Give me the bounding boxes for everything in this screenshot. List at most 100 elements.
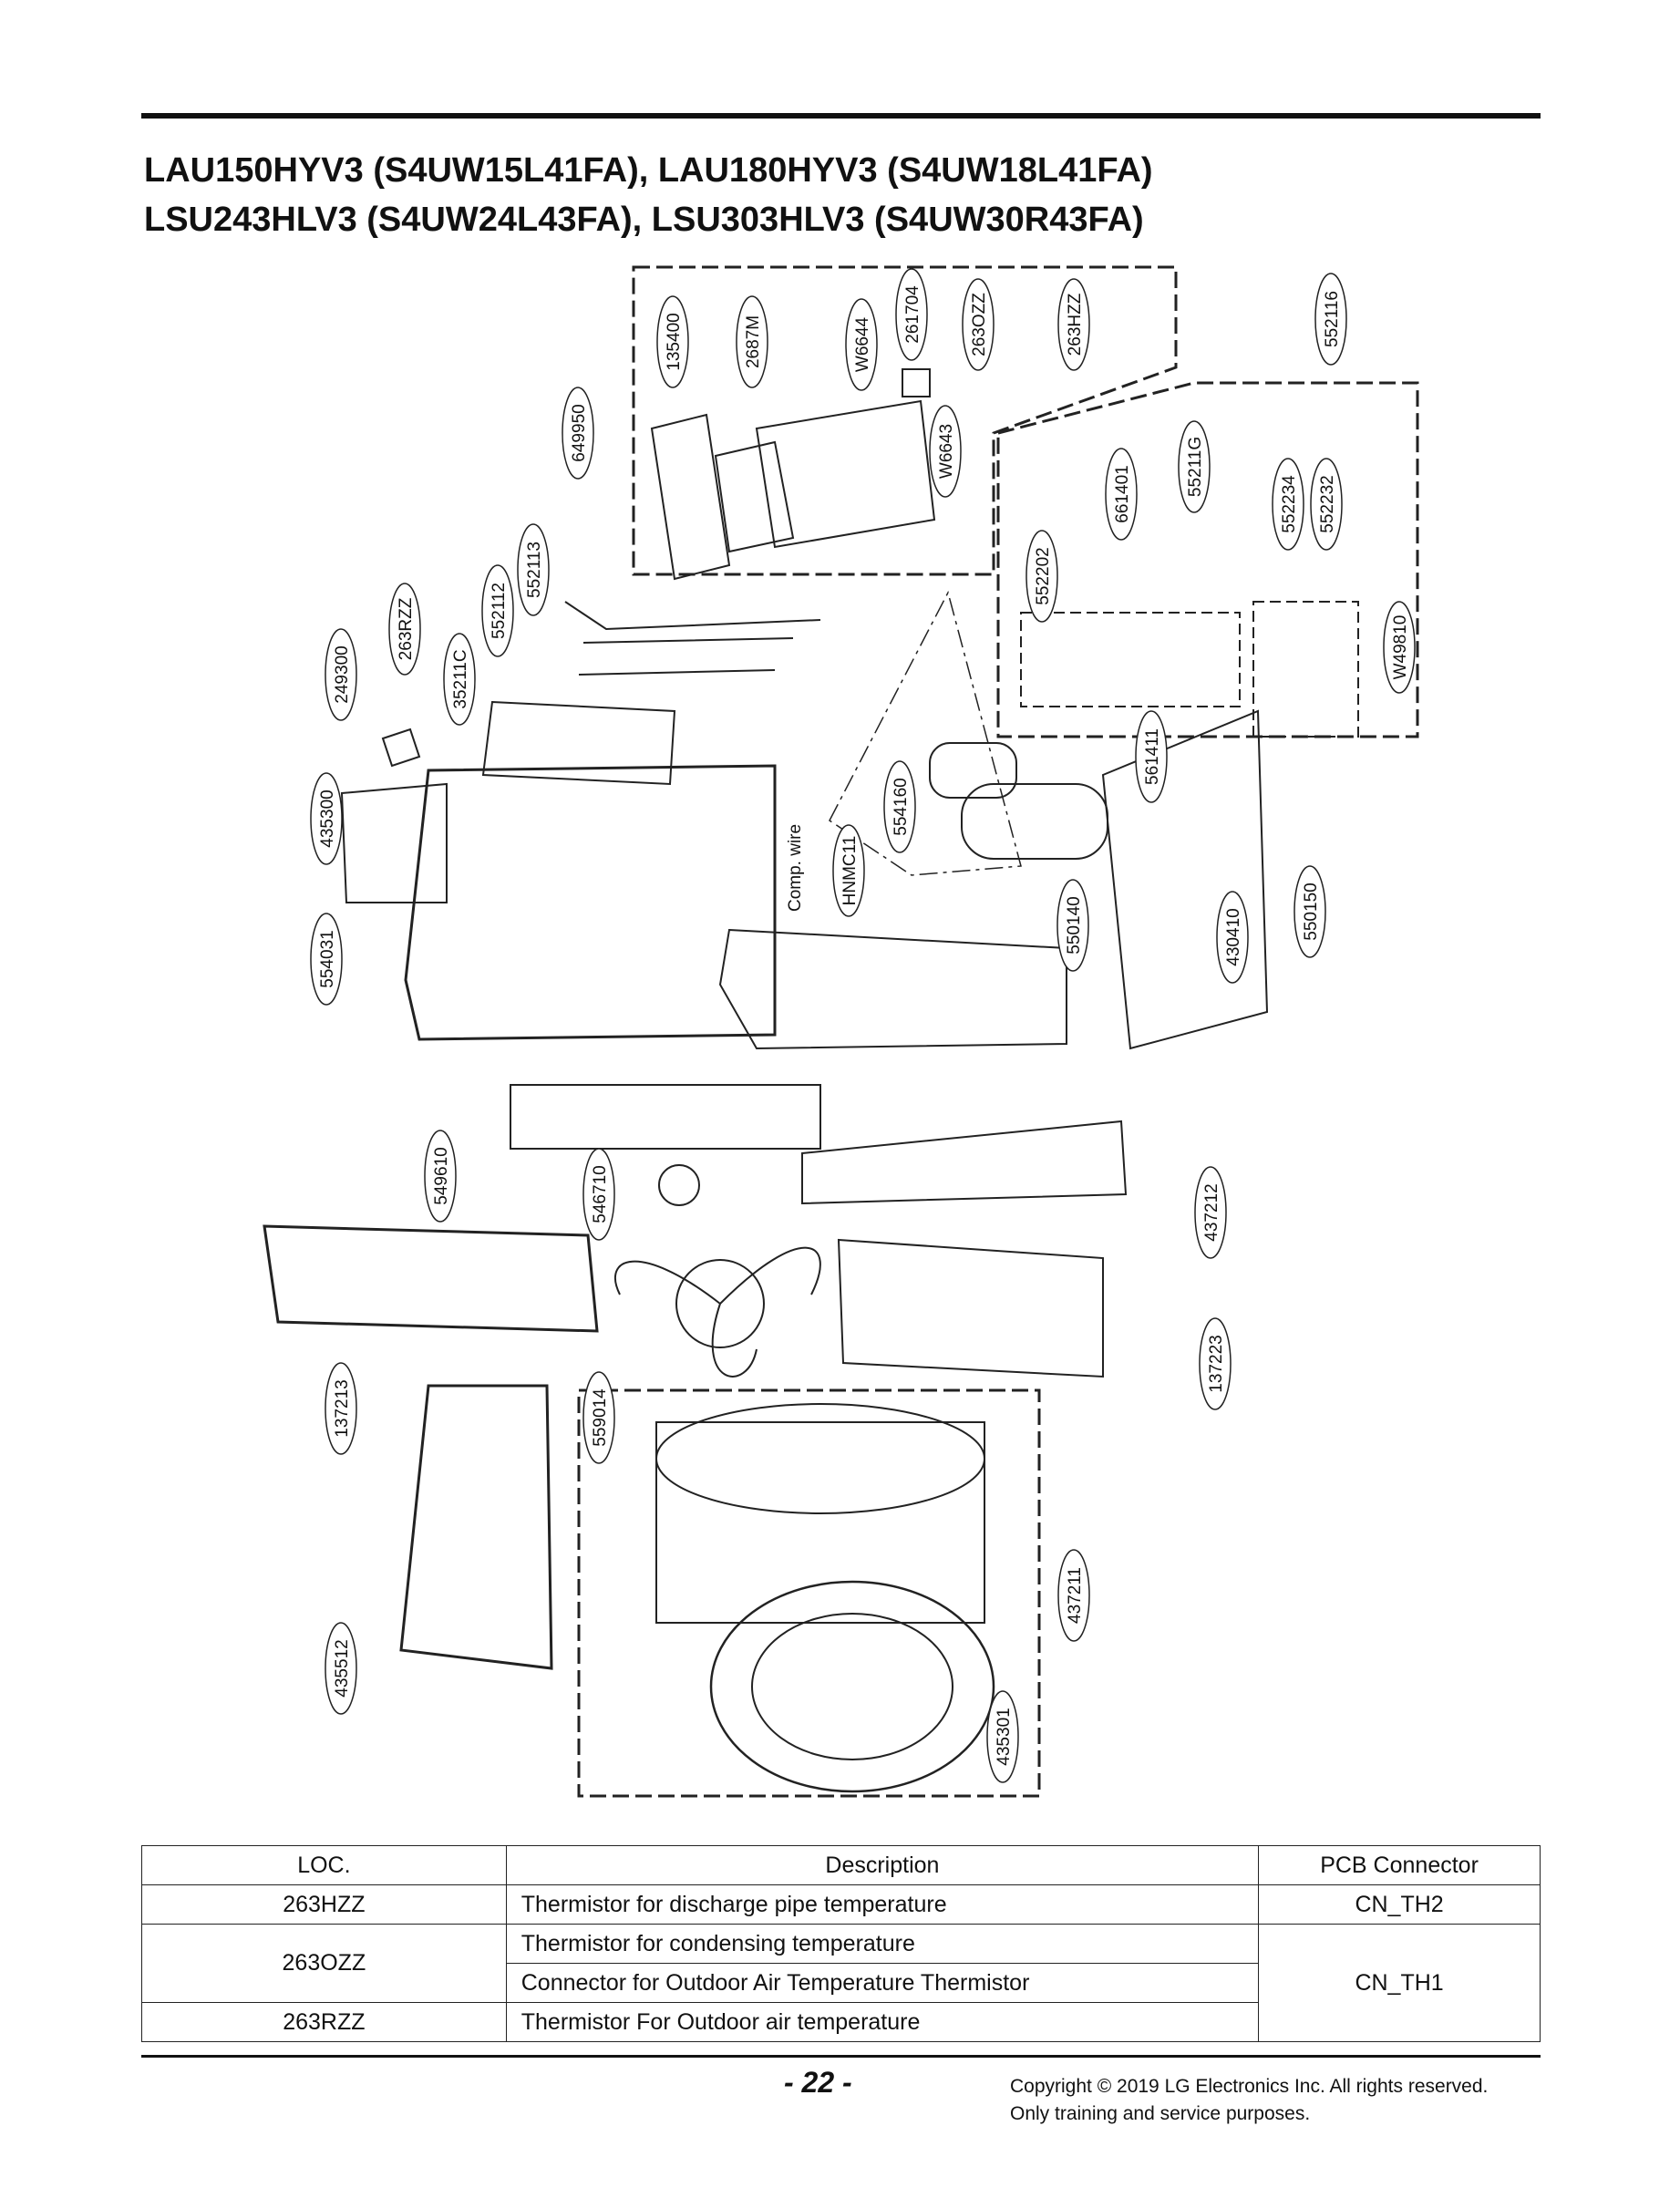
callout-balloon	[582, 1148, 615, 1241]
callout-balloon	[562, 387, 594, 480]
callout-w49810: W49810	[1383, 601, 1416, 694]
callout-balloon	[845, 298, 878, 391]
callout-2687m: 2687M	[736, 295, 768, 388]
cell-loc: 263RZZ	[141, 2002, 507, 2042]
fan-motor-shape	[658, 1164, 700, 1206]
callout-balloon	[929, 405, 962, 498]
callout-balloon	[1383, 601, 1416, 694]
callout-balloon	[1272, 458, 1304, 551]
copyright-line-2: Only training and service purposes.	[1010, 2103, 1311, 2124]
callout-hnmc11: HNMC11	[832, 824, 865, 917]
callout-261704: 261704	[895, 268, 928, 361]
callout-label: 137213	[333, 1379, 352, 1437]
bracket-shape	[381, 728, 421, 768]
callout-label: 35211C	[451, 649, 470, 708]
callout-balloon	[517, 523, 550, 616]
callout-balloon	[582, 1371, 615, 1464]
table-row: Connector for Outdoor Air Temperature Th…	[142, 1963, 1541, 2003]
cell-connector: CN_TH2	[1258, 1884, 1541, 1925]
callout-label: 435300	[318, 790, 337, 847]
header-connector: PCB Connector	[1258, 1845, 1541, 1885]
callout-balloon	[962, 278, 995, 371]
callout-balloon	[310, 772, 343, 865]
cell-description: Thermistor for discharge pipe temperatur…	[505, 1884, 1260, 1925]
cell-loc: 263HZZ	[141, 1884, 507, 1925]
callout-label: 261704	[903, 285, 922, 344]
callout-balloon	[310, 913, 343, 1006]
callout-balloon	[1194, 1166, 1227, 1259]
page-title: LAU150HYV3 (S4UW15L41FA), LAU180HYV3 (S4…	[144, 146, 1530, 244]
callout-balloon	[1178, 420, 1211, 513]
callout-559014: 559014	[582, 1371, 615, 1464]
callout-263hzz: 263HZZ	[1057, 278, 1090, 371]
callout-label: 552112	[490, 583, 509, 639]
callout-balloon	[325, 628, 357, 721]
fan-guard-shape	[709, 1580, 995, 1793]
callout-balloon	[1216, 891, 1249, 984]
callout-label: 249300	[333, 645, 352, 703]
callout-554160: 554160	[883, 760, 916, 853]
cell-loc: 263OZZ	[141, 1924, 507, 2003]
top-cover-shape	[801, 1120, 1128, 1205]
callout-552116: 552116	[1314, 273, 1347, 366]
callout-balloon	[883, 760, 916, 853]
callout-552202: 552202	[1026, 530, 1058, 623]
callout-balloon	[443, 633, 476, 726]
header-loc: LOC.	[141, 1845, 507, 1885]
copyright-notice: Copyright © 2019 LG Electronics Inc. All…	[1010, 2073, 1488, 2128]
coil-top-cover-shape	[481, 700, 676, 786]
callout-balloon	[1293, 865, 1326, 958]
callout-balloon	[832, 824, 865, 917]
pcb-board-shape	[714, 440, 795, 553]
callout-balloon	[1314, 273, 1347, 366]
callout-label: 549610	[432, 1147, 451, 1204]
callout-263ozz: 263OZZ	[962, 278, 995, 371]
callout-balloon	[1026, 530, 1058, 623]
callout-balloon	[1105, 448, 1138, 541]
control-box-boundary	[632, 265, 1178, 576]
grille-shape	[340, 782, 448, 903]
title-line-2: LSU243HLV3 (S4UW24L43FA), LSU303HLV3 (S4…	[144, 201, 1144, 239]
callout-label: W6644	[853, 316, 872, 372]
fan-guard-inner-shape	[751, 1613, 953, 1760]
callout-balloon	[1135, 710, 1168, 803]
callout-label: HNMC11	[840, 836, 860, 906]
callout-balloon	[388, 583, 421, 676]
callout-label: 649950	[570, 404, 589, 461]
callout-550150: 550150	[1293, 865, 1326, 958]
orifice-ring-shape	[655, 1403, 985, 1514]
comp-wire-label: Comp. wire	[786, 824, 805, 912]
callout-437212: 437212	[1194, 1166, 1227, 1259]
copyright-line-1: Copyright © 2019 LG Electronics Inc. All…	[1010, 2076, 1489, 2097]
bottom-rule	[141, 2055, 1541, 2058]
callout-label: 552234	[1280, 475, 1299, 533]
side-cover-shape	[399, 1384, 553, 1670]
propeller-fan-shape	[675, 1259, 765, 1348]
callout-balloon	[325, 1362, 357, 1455]
callout-balloon	[736, 295, 768, 388]
callout-label: 552116	[1323, 291, 1342, 347]
callout-435301: 435301	[986, 1690, 1019, 1783]
callout-w6643: W6643	[929, 405, 962, 498]
callout-balloon	[986, 1690, 1019, 1783]
front-grille-shape	[263, 1224, 599, 1333]
callout-label: 661401	[1113, 465, 1132, 522]
table-row: 263RZZ Thermistor For Outdoor air temper…	[141, 2002, 1541, 2042]
control-box-shape	[755, 399, 936, 549]
callout-label: 546710	[591, 1165, 610, 1223]
cell-description: Connector for Outdoor Air Temperature Th…	[505, 1963, 1260, 2003]
base-pan-shape	[718, 928, 1067, 1050]
callout-label: 554160	[892, 778, 911, 835]
callout-balloon	[1057, 278, 1090, 371]
fan-guard-boundary	[577, 1388, 1041, 1798]
callout-label: 550140	[1065, 896, 1084, 954]
compressor-leader-boundary	[829, 590, 1022, 876]
callout-546710: 546710	[582, 1148, 615, 1241]
callout-55211g: 55211G	[1178, 420, 1211, 513]
callout-249300: 249300	[325, 628, 357, 721]
callout-balloon	[656, 295, 689, 388]
top-rule	[141, 113, 1541, 119]
callout-balloon	[1199, 1317, 1232, 1410]
callout-w6644: W6644	[845, 298, 878, 391]
